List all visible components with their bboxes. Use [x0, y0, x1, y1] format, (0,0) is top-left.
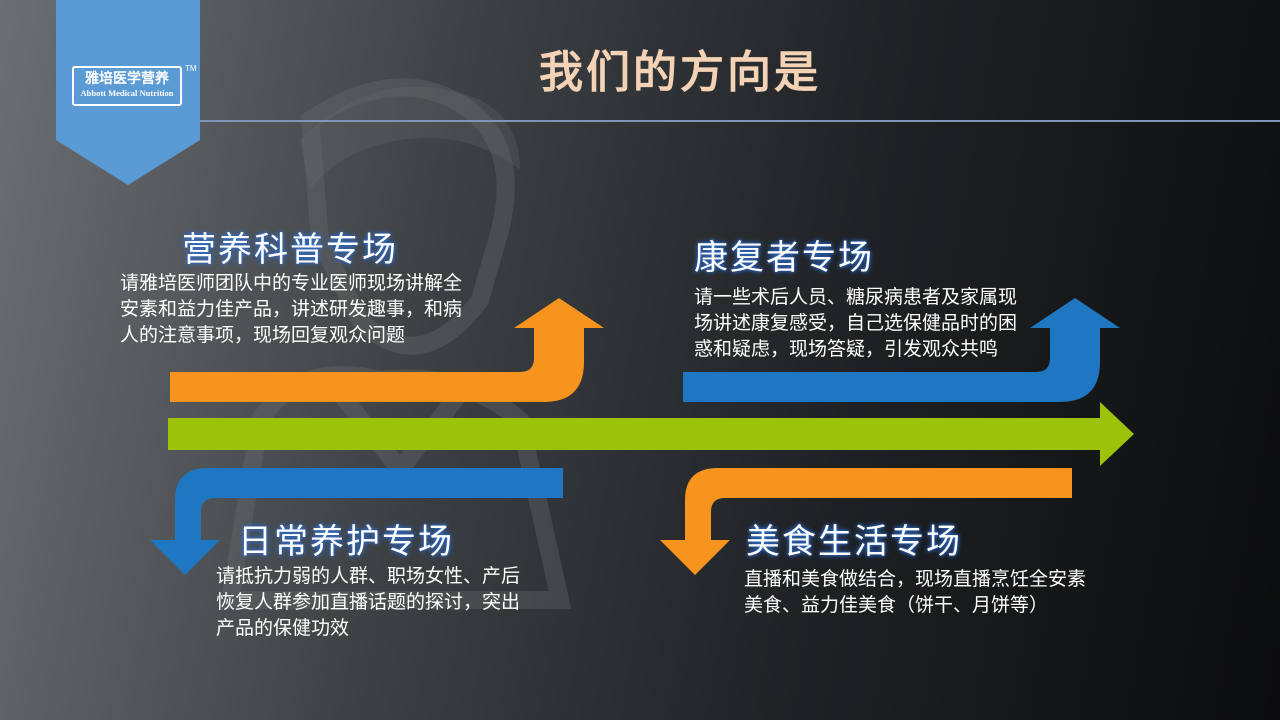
- rehab-desc-line: 请一些术后人员、糖尿病患者及家属现: [694, 286, 1018, 308]
- nutrition-section-description: 请雅培医师团队中的专业医师现场讲解全 安素和益力佳产品，讲述研发趣事，和病 人的…: [120, 270, 462, 348]
- nutrition-desc-line: 请雅培医师团队中的专业医师现场讲解全: [120, 272, 463, 294]
- page-title: 我们的方向是: [539, 47, 821, 98]
- daily-section-heading: 日常养护专场: [238, 522, 454, 562]
- logo-name-en: Abbott Medical Nutrition: [80, 88, 174, 98]
- rehab-desc-line: 场讲述康复感受，自己选保健品时的困: [694, 312, 1018, 334]
- logo: 雅培医学营养 Abbott Medical Nutrition: [72, 66, 182, 106]
- orange-down-arrow-icon: [660, 468, 1072, 575]
- nutrition-desc-line: 人的注意事项，现场回复观众问题: [120, 324, 406, 346]
- green-main-arrow-icon: [168, 402, 1134, 466]
- rehab-section-description: 请一些术后人员、糖尿病患者及家属现 场讲述康复感受，自己选保健品时的困 惑和疑虑…: [694, 284, 1017, 362]
- logo-ribbon: [56, 0, 200, 185]
- nutrition-desc-line: 安素和益力佳产品，讲述研发趣事，和病: [120, 298, 463, 320]
- food-section-heading: 美食生活专场: [746, 522, 962, 562]
- food-section-description: 直播和美食做结合，现场直播烹饪全安素 美食、益力佳美食（饼干、月饼等）: [744, 566, 1086, 618]
- orange-up-arrow-icon: [170, 298, 604, 402]
- rehab-desc-line: 惑和疑虑，现场答疑，引发观众共鸣: [694, 338, 999, 360]
- nutrition-section-heading: 营养科普专场: [182, 230, 398, 270]
- food-desc-line: 直播和美食做结合，现场直播烹饪全安素: [744, 568, 1087, 590]
- food-desc-line: 美食、益力佳美食（饼干、月饼等）: [744, 594, 1049, 616]
- daily-desc-line: 产品的保健功效: [216, 617, 350, 639]
- blue-up-arrow-icon: [683, 298, 1120, 402]
- logo-trademark: TM: [185, 64, 197, 73]
- daily-desc-line: 恢复人群参加直播话题的探讨，突出: [216, 591, 521, 613]
- daily-desc-line: 请抵抗力弱的人群、职场女性、产后: [216, 565, 521, 587]
- rehab-section-heading: 康复者专场: [694, 238, 874, 278]
- blue-down-arrow-icon: [150, 468, 563, 575]
- title-divider: [200, 120, 1280, 122]
- daily-section-description: 请抵抗力弱的人群、职场女性、产后 恢复人群参加直播话题的探讨，突出 产品的保健功…: [216, 563, 520, 641]
- logo-name-cn: 雅培医学营养: [85, 71, 169, 87]
